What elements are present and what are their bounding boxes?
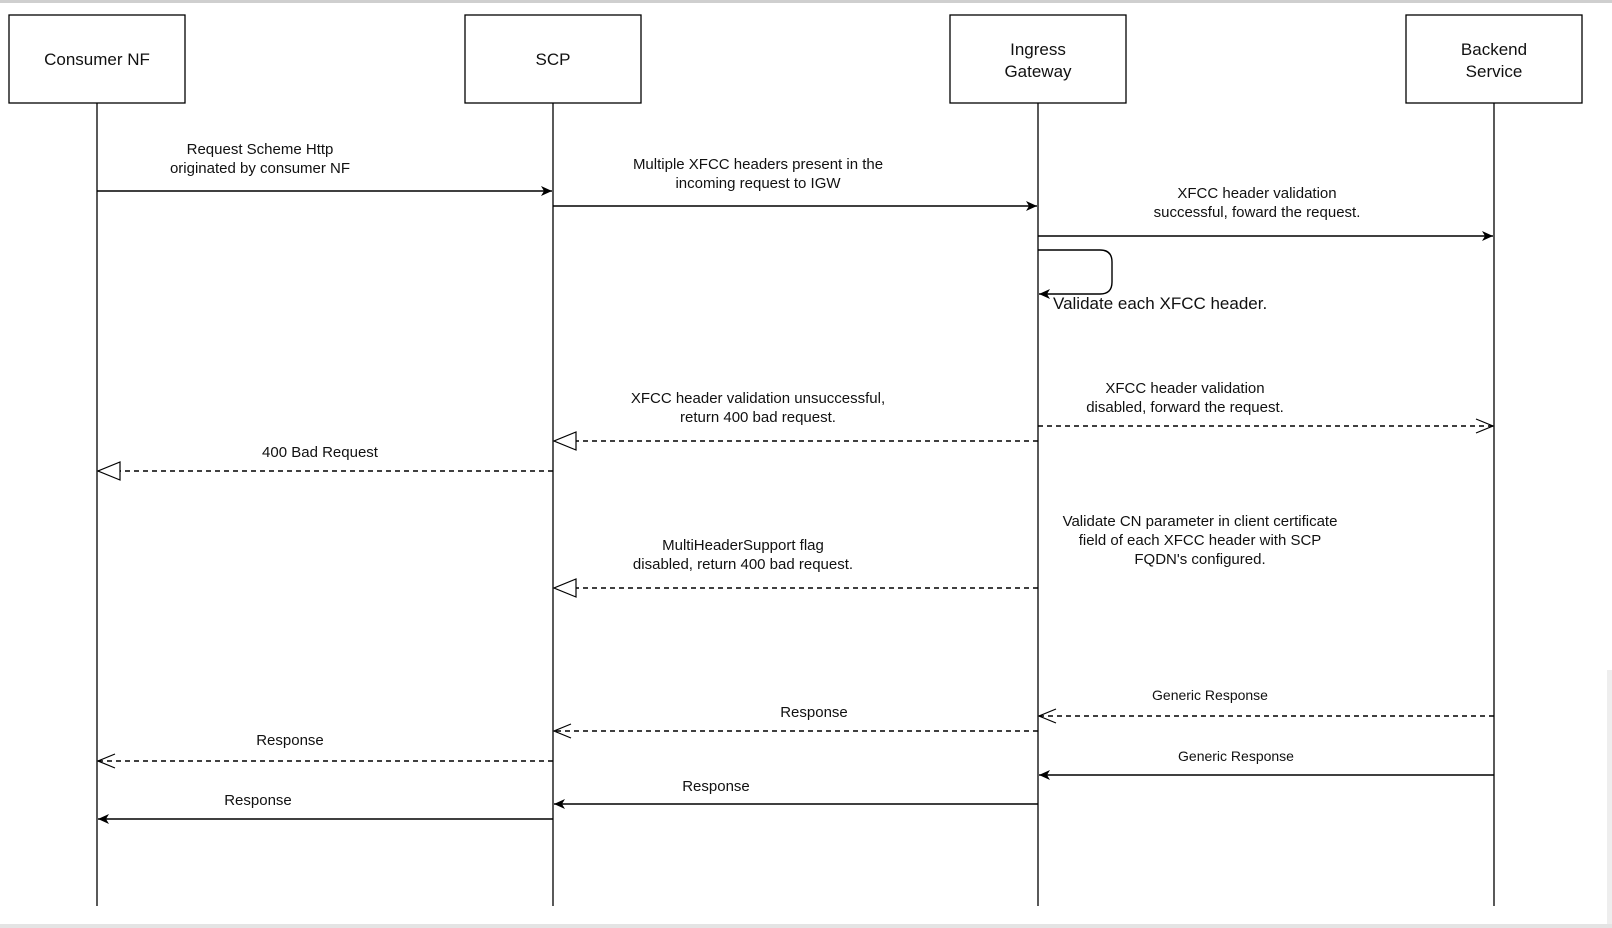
- participant-box-scp[interactable]: [464, 14, 642, 104]
- message-label-line: MultiHeaderSupport flag: [662, 537, 824, 554]
- note-text-line: field of each XFCC header with SCP: [1079, 532, 1322, 549]
- participant-box-backend-service[interactable]: [1405, 14, 1583, 104]
- participant-label-consumer-nf-line: Consumer NF: [44, 50, 150, 69]
- message-label-line: disabled, forward the request.: [1086, 399, 1284, 416]
- message-label-line: 400 Bad Request: [262, 444, 379, 461]
- message-label: Generic Response: [1152, 687, 1268, 703]
- note-text: Validate CN parameter in client certific…: [1063, 513, 1338, 568]
- participant-label-scp-line: SCP: [536, 50, 571, 69]
- message-label: Response: [682, 778, 750, 795]
- message-label-line: successful, foward the request.: [1154, 204, 1361, 221]
- message-label: Response: [780, 704, 848, 721]
- message-label: Validate each XFCC header.: [1053, 294, 1267, 313]
- message-label-line: Validate each XFCC header.: [1053, 294, 1267, 313]
- message-label: XFCC header validation unsuccessful, retu…: [631, 390, 885, 426]
- message-label-line: Generic Response: [1152, 687, 1268, 703]
- self-message-arrow: [1038, 249, 1113, 299]
- message-label: Generic Response: [1178, 748, 1294, 764]
- message-label-line: return 400 bad request.: [680, 409, 836, 426]
- message-label-line: Multiple XFCC headers present in the: [633, 156, 883, 173]
- message-label-line: Response: [682, 778, 750, 795]
- participant-box-ingress-gateway[interactable]: [949, 14, 1127, 104]
- message-label-line: XFCC header validation unsuccessful,: [631, 390, 885, 407]
- message-label-line: Generic Response: [1178, 748, 1294, 764]
- participant-label-ingress-gateway-line: Gateway: [1004, 62, 1072, 81]
- window-top-edge: [0, 0, 1612, 3]
- message-label-line: originated by consumer NF: [170, 160, 350, 177]
- participant-label-backend-service-line: Backend: [1461, 40, 1527, 59]
- message-label: XFCC header validation successful, foward…: [1154, 185, 1361, 221]
- message-label-line: XFCC header validation: [1177, 185, 1336, 202]
- window-right-edge: [1607, 670, 1612, 924]
- participant-label-scp: SCP: [536, 50, 571, 69]
- note-text-line: Validate CN parameter in client certific…: [1063, 513, 1338, 530]
- message-label: 400 Bad Request: [262, 444, 379, 461]
- message-label-line: Response: [224, 792, 292, 809]
- message-label: Request Scheme Http originated by consume…: [170, 141, 350, 177]
- message-label: XFCC header validation disabled, forward …: [1086, 380, 1284, 416]
- participant-label-consumer-nf: Consumer NF: [44, 50, 150, 69]
- message-label: Response: [224, 792, 292, 809]
- message-label-line: Response: [256, 732, 324, 749]
- message-label: Multiple XFCC headers present in the inco…: [633, 156, 883, 192]
- message-label-line: Request Scheme Http: [187, 141, 334, 158]
- message-label-line: Response: [780, 704, 848, 721]
- note-text-line: FQDN's configured.: [1134, 551, 1265, 568]
- message-label: MultiHeaderSupport flag disabled, return …: [633, 537, 853, 573]
- participant-label-ingress-gateway-line: Ingress: [1010, 40, 1066, 59]
- window-bottom-edge: [0, 924, 1612, 928]
- message-label-line: disabled, return 400 bad request.: [633, 556, 853, 573]
- message-label-line: XFCC header validation: [1105, 380, 1264, 397]
- participant-label-backend-service-line: Service: [1466, 62, 1523, 81]
- participant-box-consumer-nf[interactable]: [8, 14, 186, 104]
- message-label-line: incoming request to IGW: [675, 175, 841, 192]
- message-label: Response: [256, 732, 324, 749]
